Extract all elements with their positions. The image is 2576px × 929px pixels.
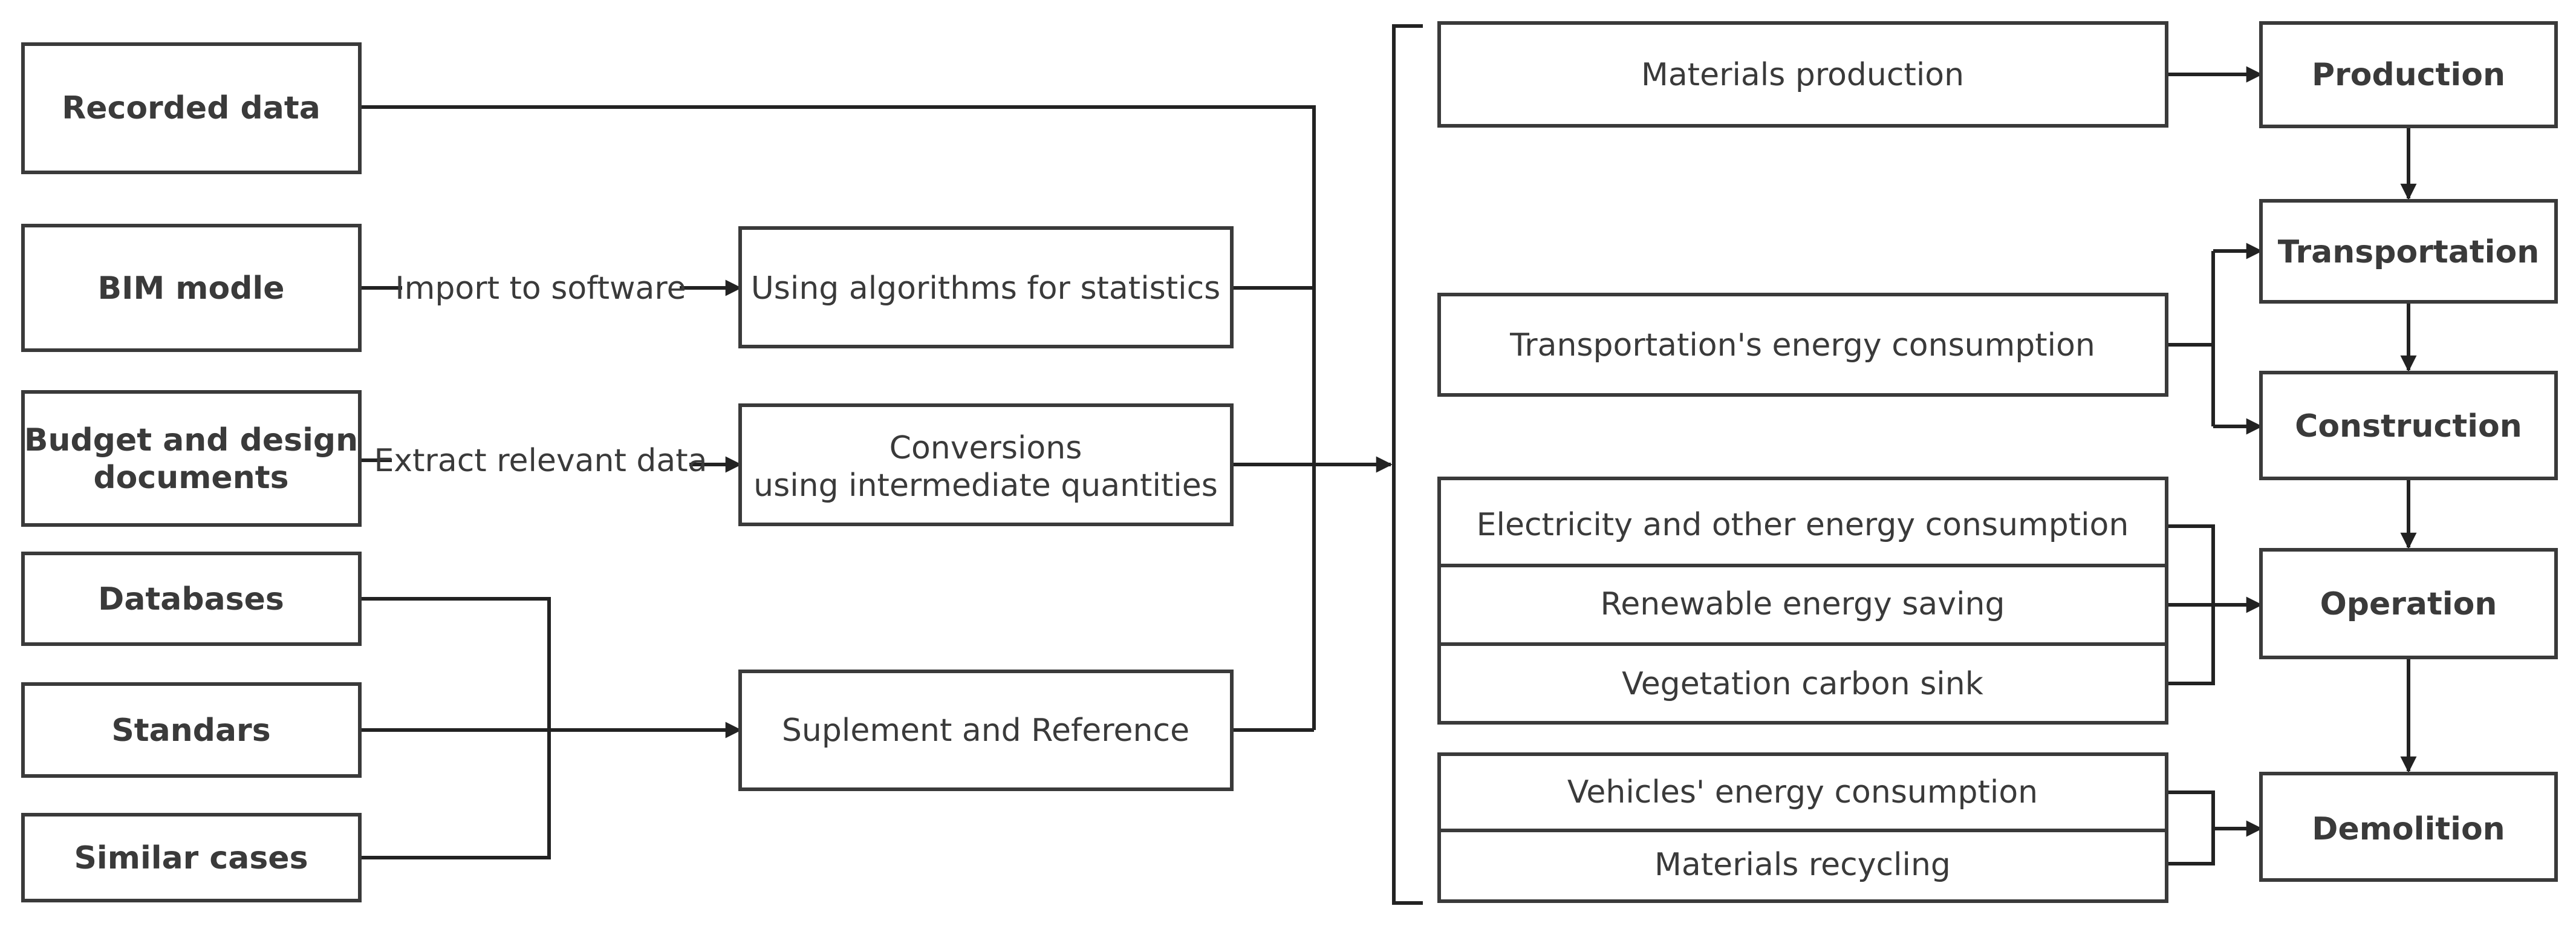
- budget-docs-label-line2: documents: [93, 460, 288, 496]
- budget-docs-box: Budget and design documents: [21, 390, 362, 527]
- vehicles-box: Vehicles' energy consumption: [1437, 752, 2168, 832]
- connector-recorded-data: [360, 105, 1316, 730]
- vegetation-box: Vegetation carbon sink: [1437, 642, 2168, 725]
- standards-box: Standars: [21, 682, 362, 778]
- algorithms-box: Using algorithms for statistics: [738, 226, 1234, 348]
- recorded-data-label: Recorded data: [62, 90, 320, 126]
- renewable-box: Renewable energy saving: [1437, 564, 2168, 646]
- databases-label: Databases: [98, 581, 284, 618]
- electricity-box: Electricity and other energy consumption: [1437, 477, 2168, 567]
- conversions-box: Conversions using intermediate quantitie…: [738, 403, 1234, 526]
- electricity-label: Electricity and other energy consumption: [1477, 507, 2129, 543]
- construction-box: Construction: [2259, 371, 2558, 480]
- operation-box: Operation: [2259, 548, 2558, 659]
- databases-box: Databases: [21, 552, 362, 646]
- materials-production-box: Materials production: [1437, 21, 2168, 128]
- vehicles-label: Vehicles' energy consumption: [1567, 774, 2038, 810]
- demolition-label: Demolition: [2312, 811, 2505, 847]
- extract-edge-label: Extract relevant data: [374, 443, 707, 479]
- vegetation-label: Vegetation carbon sink: [1622, 666, 1983, 702]
- production-label: Production: [2312, 57, 2505, 93]
- conversions-label-line1: Conversions: [890, 430, 1082, 466]
- recorded-data-box: Recorded data: [21, 42, 362, 174]
- supplement-box: Suplement and Reference: [738, 670, 1234, 791]
- similar-cases-label: Similar cases: [74, 840, 308, 876]
- standards-label: Standars: [111, 712, 270, 749]
- connector-demolition-group: [2167, 790, 2215, 865]
- bim-model-label: BIM modle: [97, 270, 284, 307]
- connector-transport-split: [2167, 251, 2215, 426]
- recycling-box: Materials recycling: [1437, 829, 2168, 903]
- budget-docs-label-line1: Budget and design: [24, 422, 358, 458]
- transportation-label: Transportation: [2278, 234, 2539, 270]
- production-box: Production: [2259, 21, 2558, 128]
- transport-energy-label: Transportation's energy consumption: [1509, 327, 2095, 363]
- bracket: [1392, 24, 1423, 905]
- operation-label: Operation: [2320, 586, 2497, 622]
- transportation-box: Transportation: [2259, 199, 2558, 304]
- construction-label: Construction: [2295, 408, 2522, 445]
- conversions-label-line2: using intermediate quantities: [753, 468, 1218, 504]
- connector-operation-group: [2167, 524, 2215, 685]
- renewable-label: Renewable energy saving: [1601, 586, 2005, 622]
- import-edge-label: Import to software: [395, 270, 686, 307]
- algorithms-label: Using algorithms for statistics: [751, 270, 1221, 307]
- similar-cases-box: Similar cases: [21, 813, 362, 902]
- transport-energy-box: Transportation's energy consumption: [1437, 293, 2168, 397]
- connectors: [360, 66, 2417, 865]
- recycling-label: Materials recycling: [1654, 847, 1951, 883]
- demolition-box: Demolition: [2259, 772, 2558, 882]
- bim-model-box: BIM modle: [21, 224, 362, 352]
- materials-production-label: Materials production: [1641, 57, 1964, 93]
- supplement-label: Suplement and Reference: [782, 712, 1189, 749]
